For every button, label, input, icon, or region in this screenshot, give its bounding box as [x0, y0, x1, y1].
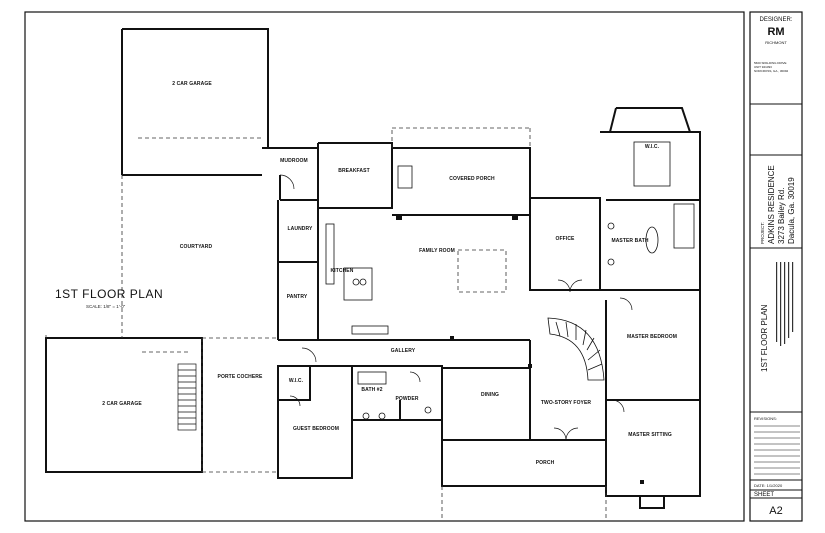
project-city: Dacula, Ga. 30019	[787, 177, 796, 244]
doors	[279, 174, 633, 441]
walls	[45, 28, 701, 509]
sheet-title: 1ST FLOOR PLAN	[760, 304, 769, 372]
label-mudroom: MUDROOM	[280, 158, 308, 164]
label-covered-porch: COVERED PORCH	[449, 176, 495, 182]
designer-address-1: 5600 SPALDING DRIVE	[754, 61, 786, 65]
label-dining: DINING	[481, 392, 499, 398]
posts	[396, 214, 644, 484]
label-wic-master: W.I.C.	[645, 144, 660, 150]
designer-address-3: NORCROSS, GA., 30092	[754, 69, 789, 73]
label-pantry: PANTRY	[287, 294, 308, 300]
label-garage-bottom: 2 CAR GARAGE	[102, 401, 142, 407]
label-garage-top: 2 CAR GARAGE	[172, 81, 212, 87]
label-laundry: LAUNDRY	[288, 226, 314, 232]
label-master-sitting: MASTER SITTING	[628, 432, 672, 438]
sheet-label: SHEET	[754, 492, 774, 498]
stairs-foyer	[547, 317, 605, 381]
drawing-border	[24, 11, 745, 522]
revision-lines	[754, 425, 800, 475]
sheet-number: A2	[769, 505, 782, 517]
revisions-label: REVISIONS:	[754, 416, 777, 421]
stairs-garage	[177, 363, 197, 431]
label-guest-bedroom: GUEST BEDROOM	[293, 426, 339, 432]
project-label: PROJECT:	[760, 222, 765, 244]
label-breakfast: BREAKFAST	[338, 168, 369, 174]
label-powder: POWDER	[395, 396, 418, 402]
kitchen-fixtures	[325, 165, 413, 335]
dashed-outlines	[45, 127, 607, 518]
designer-firm: RICHMONT	[765, 40, 787, 45]
label-office: OFFICE	[556, 236, 575, 242]
label-courtyard: COURTYARD	[180, 244, 213, 250]
designer-logo: RM	[767, 26, 784, 38]
bath-fixtures	[357, 141, 695, 420]
label-porte-cochere: PORTE COCHERE	[218, 374, 263, 380]
label-two-story-foyer: TWO-STORY FOYER	[541, 400, 592, 406]
title-block-border	[749, 11, 803, 522]
sheet-date: DATE: 1/1/2020	[754, 483, 783, 488]
label-master-bedroom: MASTER BEDROOM	[627, 334, 677, 340]
label-gallery: GALLERY	[391, 348, 416, 354]
plan-title: 1ST FLOOR PLAN	[55, 287, 163, 301]
label-master-bath: MASTER BATH	[611, 238, 648, 244]
title-block: DESIGNER: RM RICHMONT 5600 SPALDING DRIV…	[750, 17, 802, 517]
room-labels: 2 CAR GARAGE 2 CAR GARAGE COURTYARD PORT…	[102, 81, 677, 466]
project-name: ADKINS RESIDENCE	[767, 165, 776, 244]
label-bath2: BATH #2	[361, 387, 382, 393]
designer-address-2: UNIT 921093	[754, 65, 772, 69]
label-kitchen: KITCHEN	[331, 268, 354, 274]
plan-scale: SCALE: 1/8" = 1'-0"	[86, 304, 126, 309]
project-street: 3273 Bailey Rd.	[777, 188, 786, 244]
designer-label: DESIGNER:	[759, 17, 792, 23]
label-family-room: FAMILY ROOM	[419, 248, 455, 254]
label-wic-guest: W.I.C.	[289, 378, 304, 384]
label-porch: PORCH	[536, 460, 555, 466]
title-block-notes	[776, 262, 794, 346]
